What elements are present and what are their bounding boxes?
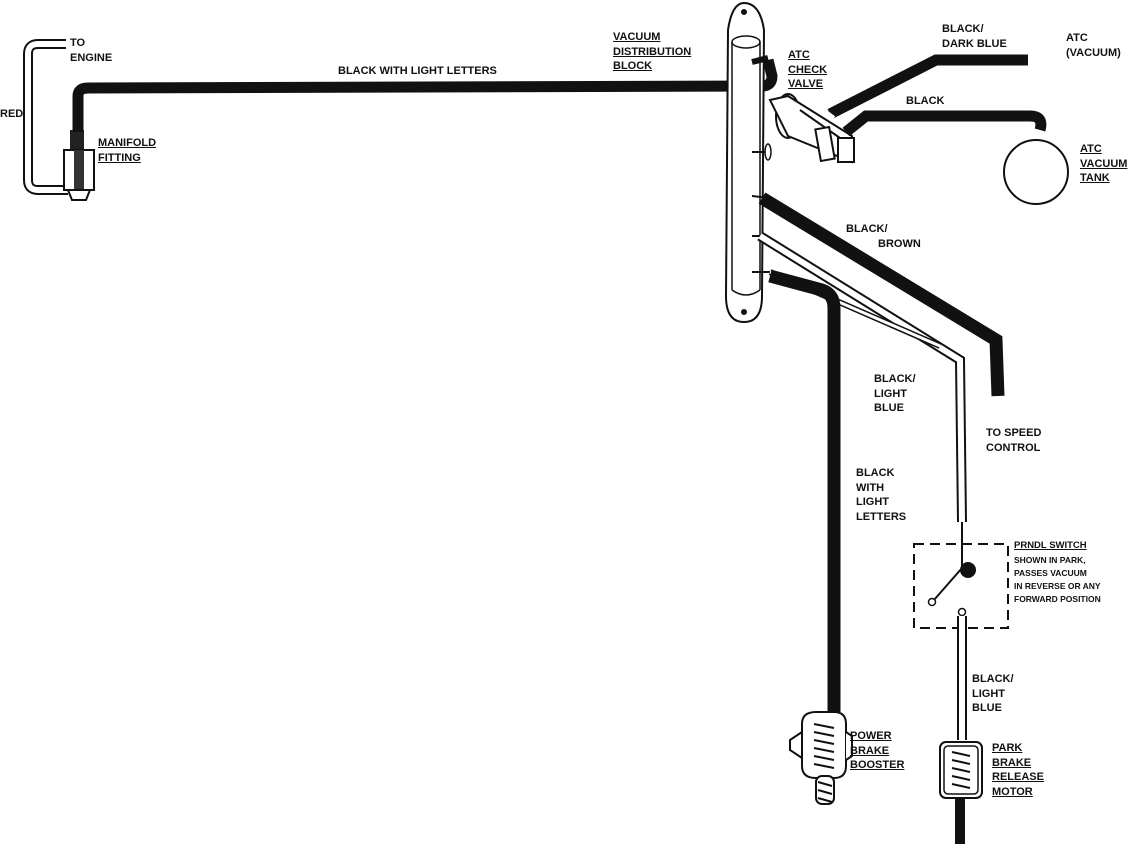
atc-vacuum-tank xyxy=(1003,139,1069,205)
park-brake-release-motor xyxy=(939,741,983,844)
prndl-switch xyxy=(913,522,1009,629)
hose-black-light-blue-upper xyxy=(757,231,967,523)
hose-black-light-letters-top xyxy=(72,58,778,132)
hose-black-dark-blue xyxy=(827,54,1028,119)
hose-black-to-tank xyxy=(842,110,1047,137)
atc-check-valve xyxy=(768,93,855,164)
label-red: RED xyxy=(0,108,24,120)
label-black: BLACK xyxy=(906,95,945,107)
hose-black-light-letters-vertical xyxy=(768,269,841,726)
power-brake-booster xyxy=(789,711,853,805)
label-prndl-switch-title: PRNDL SWITCH xyxy=(1014,540,1087,551)
hose-black-brown xyxy=(758,192,1005,397)
red-hose-to-engine xyxy=(23,39,68,195)
manifold-fitting xyxy=(63,130,95,201)
vacuum-distribution-block xyxy=(724,1,772,324)
label-black-brown: BLACK/BROWN xyxy=(846,223,921,250)
label-black-light-letters-top: BLACK WITH LIGHT LETTERS xyxy=(338,65,497,77)
label-atc-vacuum: ATC(VACUUM) xyxy=(1066,32,1121,59)
label-black-dark-blue: BLACK/DARK BLUE xyxy=(942,23,1007,50)
